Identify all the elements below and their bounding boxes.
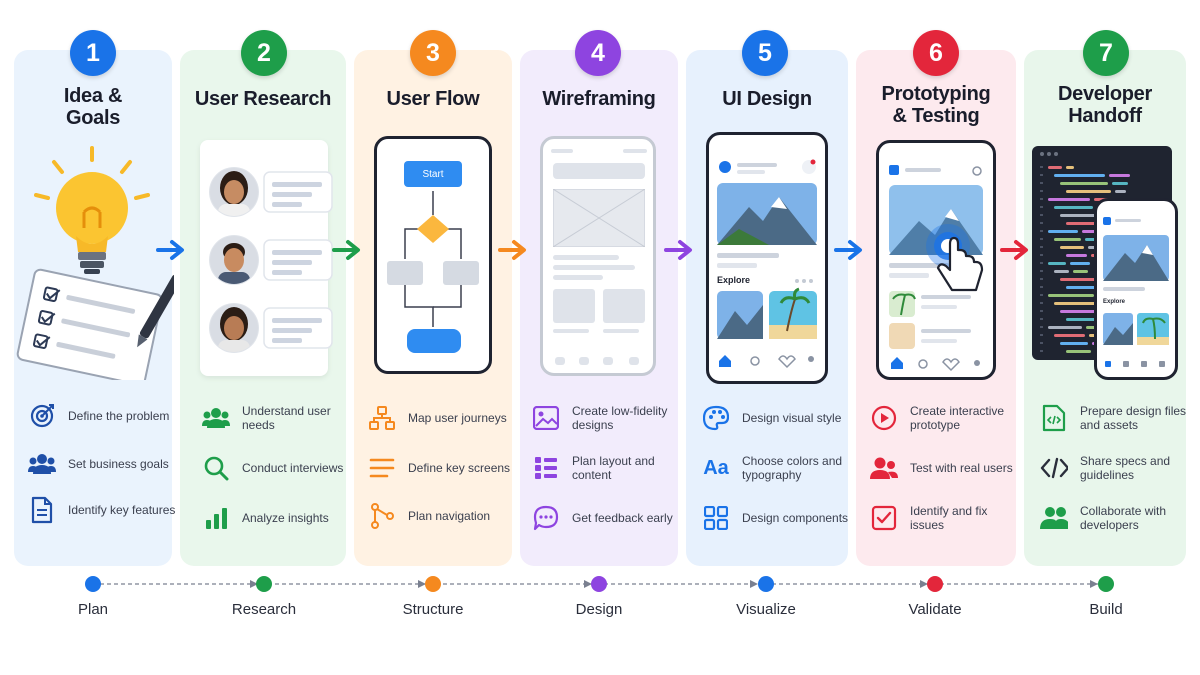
handoff-explore-label: Explore (1103, 299, 1126, 305)
timeline-label-structure: Structure (402, 601, 464, 618)
arrow-right-icon (834, 240, 862, 260)
timeline-label-plan: Plan (77, 601, 109, 618)
avatar (209, 167, 259, 217)
timeline-label-visualize: Visualize (736, 601, 796, 618)
step-6-badge: 6 (913, 30, 959, 76)
step-2-item: Analyze insights (202, 504, 350, 532)
team-icon (1040, 504, 1068, 532)
prototype-phone (876, 140, 996, 380)
target-icon (28, 402, 56, 430)
step-3-title: User Flow (386, 88, 480, 110)
step-5-item: Aa Choose colors and typography (703, 454, 843, 482)
flow-start-node: Start (404, 161, 462, 187)
pen-icon (137, 274, 174, 348)
step-4-title: Wireframing (542, 88, 656, 110)
step-2-item: Understand user needs (202, 404, 350, 432)
timeline-dot (256, 576, 272, 592)
ui-design-phone: Explore (706, 132, 828, 384)
arrow-right-icon (664, 240, 692, 260)
search-icon (202, 454, 230, 482)
timeline-dot (591, 576, 607, 592)
timeline-label-research: Research (231, 601, 297, 618)
arrow-right-icon (332, 240, 360, 260)
step-5-badge: 5 (742, 30, 788, 76)
step-5-title: UI Design (722, 88, 812, 110)
timeline-label-build: Build (1089, 601, 1123, 618)
bar-chart-icon (202, 504, 230, 532)
step-5-item: Design visual style (702, 404, 850, 432)
wireframe-phone (540, 136, 656, 376)
step-1-item: Define the problem (28, 402, 176, 430)
group-icon (202, 404, 230, 432)
code-file-icon (1040, 404, 1068, 432)
handoff-phone: Explore (1094, 198, 1178, 380)
avatar (209, 303, 259, 353)
step-1-item: Identify key features (28, 496, 176, 524)
palette-icon (702, 404, 730, 432)
step-6-title: Prototyping & Testing (881, 83, 991, 127)
arrow-right-icon (156, 240, 184, 260)
step-7-title: Developer Handoff (1057, 83, 1152, 127)
step-6-item: Test with real users (870, 454, 1018, 482)
step-1-item: Set business goals (28, 450, 176, 478)
step-3-item: Map user journeys (368, 404, 516, 432)
step-1-title: Idea & Goals (63, 85, 123, 129)
timeline-dot (85, 576, 101, 592)
step-2-badge: 2 (241, 30, 287, 76)
step-2-title: User Research (194, 88, 332, 110)
code-brackets-icon (1040, 454, 1068, 482)
step-4-badge: 4 (575, 30, 621, 76)
document-icon (28, 496, 56, 524)
timeline-dot (1098, 576, 1114, 592)
step-4-item: Get feedback early (532, 504, 680, 532)
arrow-right-icon (498, 240, 526, 260)
layout-list-icon (532, 454, 560, 482)
timeline-dot (927, 576, 943, 592)
step-3-item: Plan navigation (368, 502, 516, 530)
step-3-badge: 3 (410, 30, 456, 76)
timeline-label-validate: Validate (908, 601, 962, 618)
step-4-item: Plan layout and content (532, 454, 680, 482)
chat-bubble-icon (532, 504, 560, 532)
list-icon (368, 454, 396, 482)
timeline-dot (758, 576, 774, 592)
lightbulb-checklist-illustration (16, 146, 174, 380)
components-grid-icon (702, 504, 730, 532)
arrow-right-icon (1000, 240, 1028, 260)
avatar (209, 235, 259, 285)
step-6-item: Create interactive prototype (870, 404, 1018, 432)
home-icon (719, 355, 731, 367)
step-5-item: Design components (702, 504, 850, 532)
step-6-item: Identify and fix issues (870, 504, 1018, 532)
play-icon (870, 404, 898, 432)
step-4-item: Create low-fidelity designs (532, 404, 680, 432)
timeline-label-design: Design (575, 601, 623, 618)
tap-hand-icon (926, 224, 984, 292)
step-7-badge: 7 (1083, 30, 1129, 76)
route-icon (368, 502, 396, 530)
image-icon (532, 404, 560, 432)
step-2-item: Conduct interviews (202, 454, 350, 482)
step-1-badge: 1 (70, 30, 116, 76)
decision-diamond (417, 215, 449, 243)
step-7-item: Share specs and guidelines (1040, 454, 1188, 482)
step-3-item: Define key screens (368, 454, 516, 482)
typography-icon: Aa (703, 456, 729, 479)
timeline-dot (425, 576, 441, 592)
users-icon (870, 454, 898, 482)
explore-label: Explore (717, 275, 751, 285)
checkbox-icon (870, 504, 898, 532)
user-flow-phone: Start (374, 136, 492, 374)
step-7-item: Collaborate with developers (1040, 504, 1188, 532)
sitemap-icon (368, 404, 396, 432)
user-research-illustration (209, 167, 333, 353)
step-7-item: Prepare design files and assets (1040, 404, 1188, 432)
timeline (85, 576, 1114, 592)
users-icon (28, 450, 56, 478)
search-icon (719, 161, 731, 173)
